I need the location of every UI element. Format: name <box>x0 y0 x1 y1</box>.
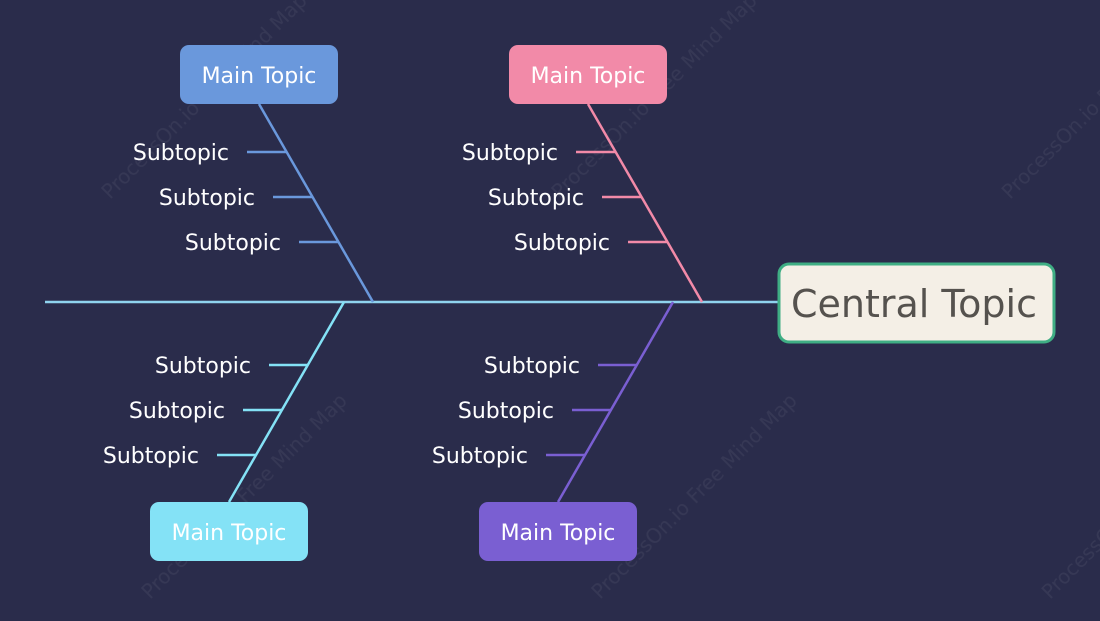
subtopic-label[interactable]: Subtopic <box>458 399 554 424</box>
subtopic-label[interactable]: Subtopic <box>159 186 255 211</box>
main-topic-label: Main Topic <box>202 64 317 89</box>
main-topic-box[interactable] <box>150 502 308 561</box>
branch-bone <box>586 103 704 303</box>
central-topic-label: Central Topic <box>791 282 1037 326</box>
main-topic-box[interactable] <box>180 45 338 104</box>
watermark: ProcessOn.io Free Mind Map <box>1037 388 1100 603</box>
main-topic-box[interactable] <box>509 45 667 104</box>
subtopic-label[interactable]: Subtopic <box>185 231 281 256</box>
branch-bone <box>556 301 675 503</box>
branch-top-middle: Subtopic Subtopic Subtopic Main Topic <box>462 45 704 303</box>
branch-bottom-left: Subtopic Subtopic Subtopic Main Topic <box>103 301 346 561</box>
branch-top-left: Subtopic Subtopic Subtopic Main Topic <box>133 45 375 303</box>
branch-bottom-middle: Subtopic Subtopic Subtopic Main Topic <box>432 301 675 561</box>
main-topic-label: Main Topic <box>172 521 287 546</box>
subtopic-label[interactable]: Subtopic <box>514 231 610 256</box>
subtopic-label[interactable]: Subtopic <box>133 141 229 166</box>
main-topic-box[interactable] <box>479 502 637 561</box>
subtopic-label[interactable]: Subtopic <box>155 354 251 379</box>
watermark: ProcessOn.io Free Mind Map <box>997 0 1100 204</box>
central-topic-box[interactable] <box>777 262 1056 344</box>
subtopic-label[interactable]: Subtopic <box>462 141 558 166</box>
watermark: ProcessOn.io Free Mind Map <box>587 388 802 603</box>
subtopic-label[interactable]: Subtopic <box>129 399 225 424</box>
subtopic-label[interactable]: Subtopic <box>488 186 584 211</box>
subtopic-label[interactable]: Subtopic <box>432 444 528 469</box>
main-topic-label: Main Topic <box>501 521 616 546</box>
subtopic-label[interactable]: Subtopic <box>484 354 580 379</box>
branch-bone <box>257 103 375 303</box>
main-topic-label: Main Topic <box>531 64 646 89</box>
branch-bone <box>227 301 346 503</box>
subtopic-label[interactable]: Subtopic <box>103 444 199 469</box>
central-topic-node[interactable]: Central Topic <box>777 262 1056 344</box>
